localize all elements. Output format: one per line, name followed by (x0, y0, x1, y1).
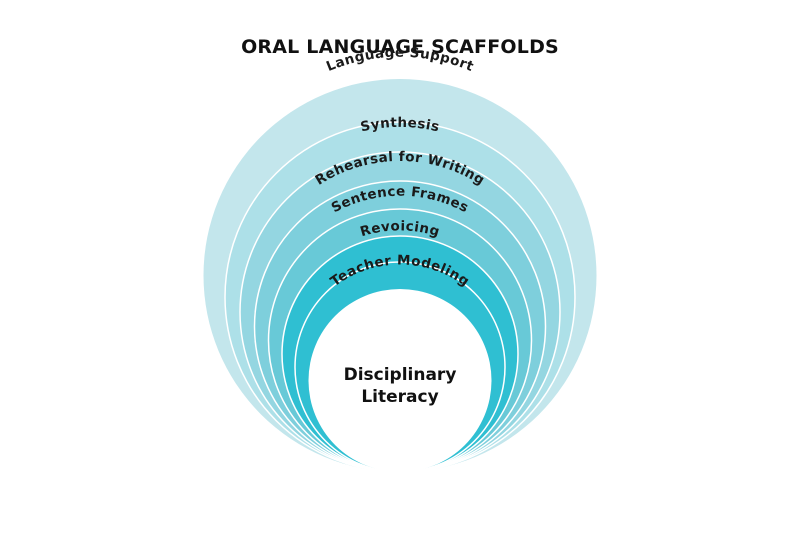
center-label-line2: Literacy (361, 387, 438, 407)
diagram-title: ORAL LANGUAGE SCAFFOLDS (241, 36, 559, 58)
center-label-line1: Disciplinary (344, 365, 457, 385)
ring-label: Revoicing (358, 218, 441, 240)
center-circle (308, 289, 492, 472)
ring-label: Language Support (324, 45, 476, 75)
